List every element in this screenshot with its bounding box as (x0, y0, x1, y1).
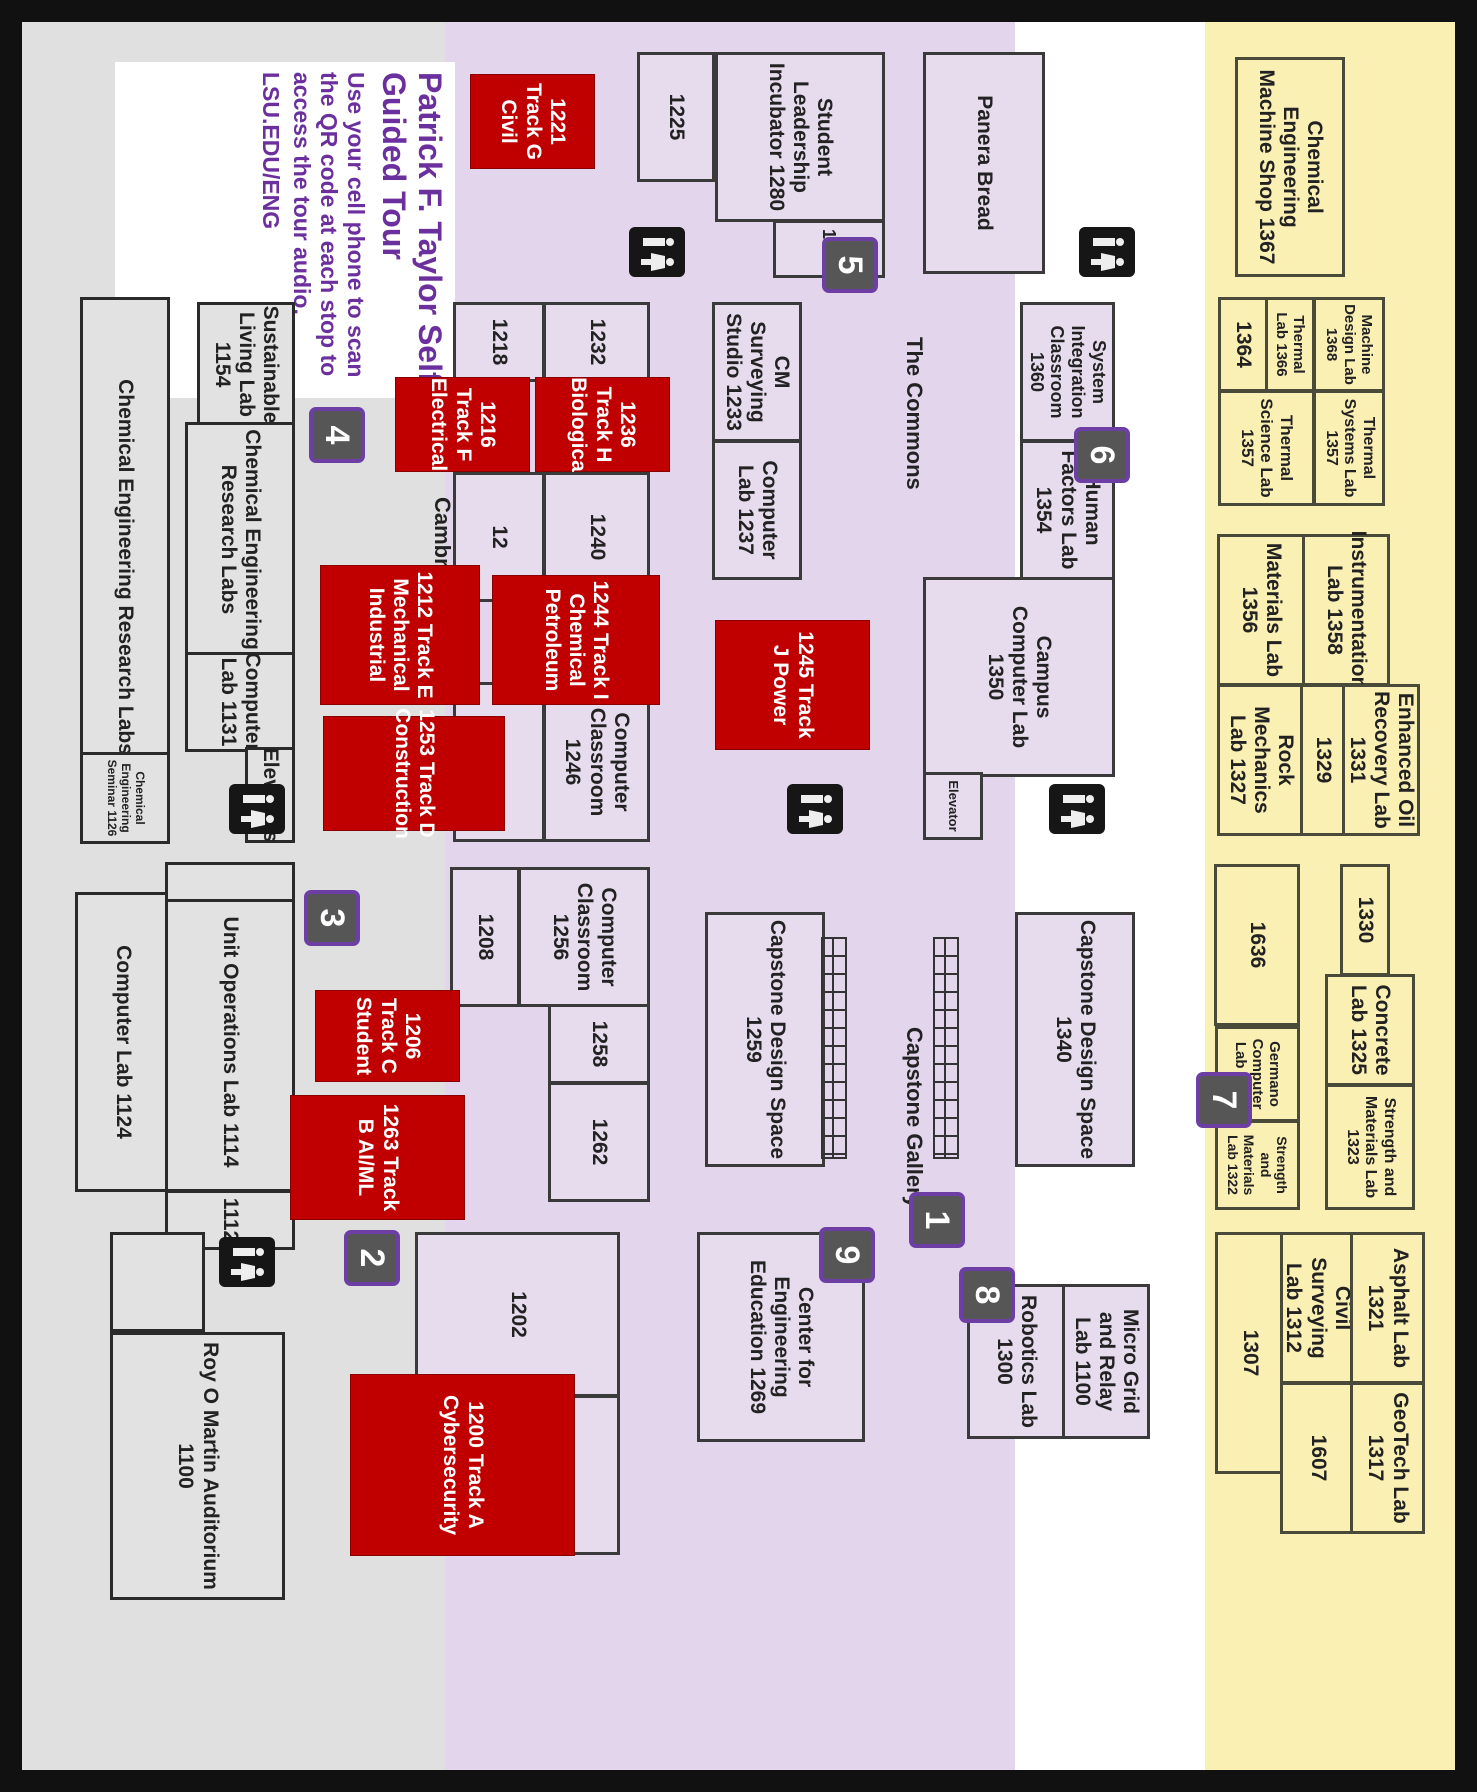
track-h-biologica: 1236 Track H Biologica (535, 377, 670, 472)
room-1322-strength: Strength and Materials Lab 1322 (1215, 1120, 1300, 1210)
restroom-icon (1079, 227, 1135, 277)
track-a-cybersecurity: 1200 Track A Cybersecurity (350, 1374, 575, 1556)
area-capstone-gallery: Capstone Gallery (902, 1027, 927, 1208)
room-1367: Chemical Engineering Machine Shop 1367 (1235, 57, 1345, 277)
room-1208: 1208 (450, 867, 520, 1007)
tour-instructions: Use your cell phone to scan the QR code … (289, 72, 370, 378)
room-1256: Computer Classroom 1256 (518, 867, 650, 1007)
track-i-chemical-petroleum: 1244 Track I Chemical Petroleum (492, 575, 660, 705)
room-1312: Civil Surveying Lab 1312 (1280, 1232, 1355, 1384)
room-1100: Roy O Martin Auditorium 1100 (110, 1332, 285, 1600)
room-1202: 1202 (415, 1232, 620, 1397)
room-1356: Materials Lab 1356 (1217, 534, 1305, 686)
room-1358: Instrumentation Lab 1358 (1302, 531, 1390, 689)
room-1340: Capstone Design Space 1340 (1015, 912, 1135, 1167)
track-g-civil: 1221 Track G Civil (470, 74, 595, 169)
room-1262: 1262 (548, 1082, 650, 1202)
room-1636: 1636 (1214, 864, 1300, 1026)
room-1350: Campus Computer Lab 1350 (923, 577, 1115, 777)
tour-stop-7[interactable]: 7 (1196, 1072, 1252, 1128)
room-1360: System Integration Classroom 1360 (1020, 302, 1115, 442)
room-1233: CM Surveying Studio 1233 (712, 302, 802, 442)
tour-stop-6[interactable]: 6 (1074, 427, 1130, 483)
tour-stop-1[interactable]: 1 (909, 1192, 965, 1248)
room-1218: 1218 (453, 302, 545, 382)
restroom-icon (629, 227, 685, 277)
room-1357-systems: Thermal Systems Lab 1357 (1313, 390, 1385, 506)
track-f-electrical: 1216 Track F Electrical (395, 377, 530, 472)
room-1321: Asphalt Lab 1321 (1350, 1232, 1425, 1384)
room-1259: Capstone Design Space 1259 (705, 912, 825, 1167)
floor-plan-map: Patrick F. Taylor Self Guided Tour Use y… (22, 22, 1455, 1770)
panera-bread: Panera Bread (923, 52, 1045, 274)
restroom-icon (219, 1237, 275, 1287)
room-1100-lobby (110, 1232, 205, 1332)
room-1112-north (165, 862, 295, 902)
tour-title: Patrick F. Taylor Self Guided Tour (376, 72, 448, 383)
tour-stop-9[interactable]: 9 (819, 1227, 875, 1283)
room-1329: 1329 (1300, 684, 1345, 836)
area-the-commons: The Commons (902, 337, 927, 490)
stairs-west (821, 937, 847, 1159)
tour-stop-3[interactable]: 3 (304, 890, 360, 946)
elevator: Elevator (923, 772, 983, 840)
room-1232: 1232 (543, 302, 650, 382)
track-j-power: 1245 Track J Power (715, 620, 870, 750)
room-1246: Computer Classroom 1246 (543, 682, 650, 842)
room-1368: Machine Design Lab 1368 (1313, 297, 1385, 392)
room-1237: Computer Lab 1237 (712, 440, 802, 580)
room-1330: 1330 (1340, 864, 1390, 976)
tour-stop-8[interactable]: 8 (959, 1267, 1015, 1323)
room-1258: 1258 (548, 1004, 650, 1084)
track-b-ai-ml: 1263 Track B AI/ML (290, 1095, 465, 1220)
room-1280: Student Leadership Incubator 1280 (715, 52, 885, 222)
room-1126: Chemical Engineering Seminar 1126 (80, 752, 170, 844)
room-1154: Sustainable Living Lab 1154 (197, 302, 295, 427)
restroom-icon (1049, 784, 1105, 834)
chem-eng-research-labs-2: Chemical Engineering Research Labs (185, 422, 295, 657)
room-1225: 1225 (637, 52, 715, 182)
room-1307: 1307 (1215, 1232, 1285, 1474)
room-1364: 1364 (1218, 297, 1268, 392)
track-d-construction: 1253 Track D Construction (323, 708, 505, 839)
room-1131: Computer Lab 1131 (185, 652, 295, 752)
room-1114: Unit Operations Lab 1114 (165, 892, 295, 1192)
room-1327: Rock Mechanics Lab 1327 (1217, 684, 1305, 836)
tour-stop-5[interactable]: 5 (822, 237, 878, 293)
stairs-east (933, 937, 959, 1159)
floor-plan-page: Patrick F. Taylor Self Guided Tour Use y… (22, 22, 1455, 1770)
restroom-icon (229, 784, 285, 834)
room-1357-science: Thermal Science Lab 1357 (1218, 390, 1315, 506)
room-1124: Computer Lab 1124 (75, 892, 170, 1192)
tour-stop-4[interactable]: 4 (309, 407, 365, 463)
track-e-mechanical-industrial: 1212 Track E Mechanical Industrial (320, 565, 480, 705)
room-1331: Enhanced Oil Recovery Lab 1331 (1342, 684, 1420, 836)
room-1317: GeoTech Lab 1317 (1350, 1382, 1425, 1534)
room-1323: Strength and Materials Lab 1323 (1325, 1084, 1415, 1210)
restroom-icon (787, 784, 843, 834)
room-1366: Thermal Lab 1366 (1265, 297, 1315, 392)
room-1325: Concrete Lab 1325 (1325, 974, 1415, 1086)
tour-stop-2[interactable]: 2 (344, 1230, 400, 1286)
track-c-student: 1206 Track C Student (315, 990, 460, 1082)
room-1100-micro: Micro Grid and Relay Lab 1100 (1062, 1284, 1150, 1439)
room-1607: 1607 (1280, 1382, 1355, 1534)
